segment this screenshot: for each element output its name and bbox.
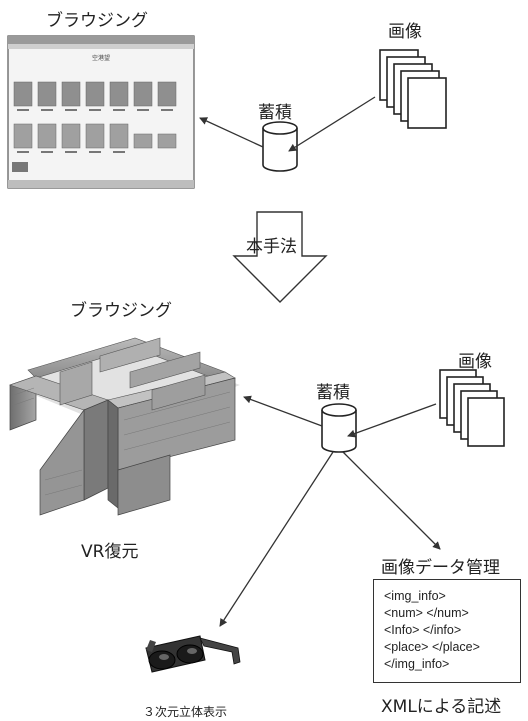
xml-line: <place> </place> [384,640,480,654]
stereo-display-label: ３次元立体表示 [143,705,228,719]
vr-reconstruction-model [9,337,240,516]
storage-cylinder-icon-bottom [321,403,357,453]
arrow-storage-to-xml [342,451,441,550]
arrow-storage-to-stereo [219,451,334,627]
xml-line: <img_info> [384,589,446,603]
bottom-browsing-label: ブラウジング [70,301,172,321]
top-images-label: 画像 [388,22,422,42]
xml-description-box: <img_info> <num> </num> <Info> </info> <… [373,579,521,683]
storage-cylinder-icon [262,121,298,172]
images-stack-icon-bottom [439,369,505,447]
top-browsing-label: ブラウジング [46,11,148,31]
xml-line: <Info> </info> [384,623,462,637]
stereo-glasses-icon [145,635,241,673]
method-down-arrow [232,211,328,303]
images-stack-icon [379,49,447,129]
method-label: 本手法 [246,237,297,257]
data-management-label: 画像データ管理 [381,558,500,578]
arrow-images-to-storage-bottom [347,403,437,438]
vr-label: VR復元 [81,542,139,562]
bottom-images-label: 画像 [458,352,492,372]
browsing-screenshot [7,35,195,189]
xml-line: <num> </num> [384,606,469,620]
arrow-storage-to-vr [243,395,323,427]
xml-caption: XMLによる記述 [381,697,502,717]
arrow-images-to-storage [288,96,376,152]
xml-line: </img_info> [384,657,450,671]
top-storage-label: 蓄積 [258,103,292,123]
bottom-storage-label: 蓄積 [316,383,350,403]
screenshot-title: 空港望 [92,55,111,62]
arrow-storage-to-browsing [199,117,264,148]
